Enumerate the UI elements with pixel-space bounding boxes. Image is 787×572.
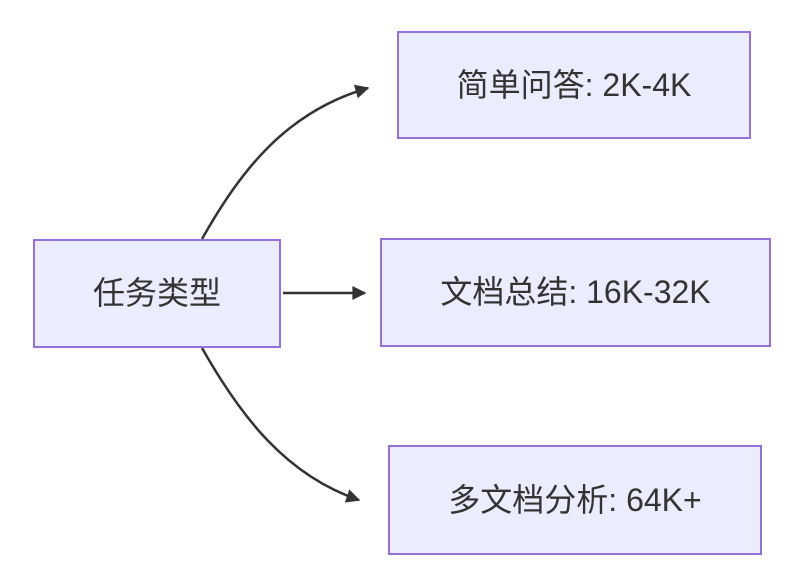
node-multi-doc-label: 多文档分析: 64K+ [448,481,702,518]
node-multi-doc: 多文档分析: 64K+ [388,445,762,555]
node-doc-summary: 文档总结: 16K-32K [380,238,771,347]
edge-root-to-multi-doc [200,347,361,503]
edge-root-to-simple-qa [200,84,370,240]
node-simple-qa-label: 简单问答: 2K-4K [456,66,692,103]
node-simple-qa: 简单问答: 2K-4K [397,31,751,139]
node-doc-summary-label: 文档总结: 16K-32K [440,274,711,311]
node-task-type: 任务类型 [33,239,281,348]
node-task-type-label: 任务类型 [92,275,221,312]
